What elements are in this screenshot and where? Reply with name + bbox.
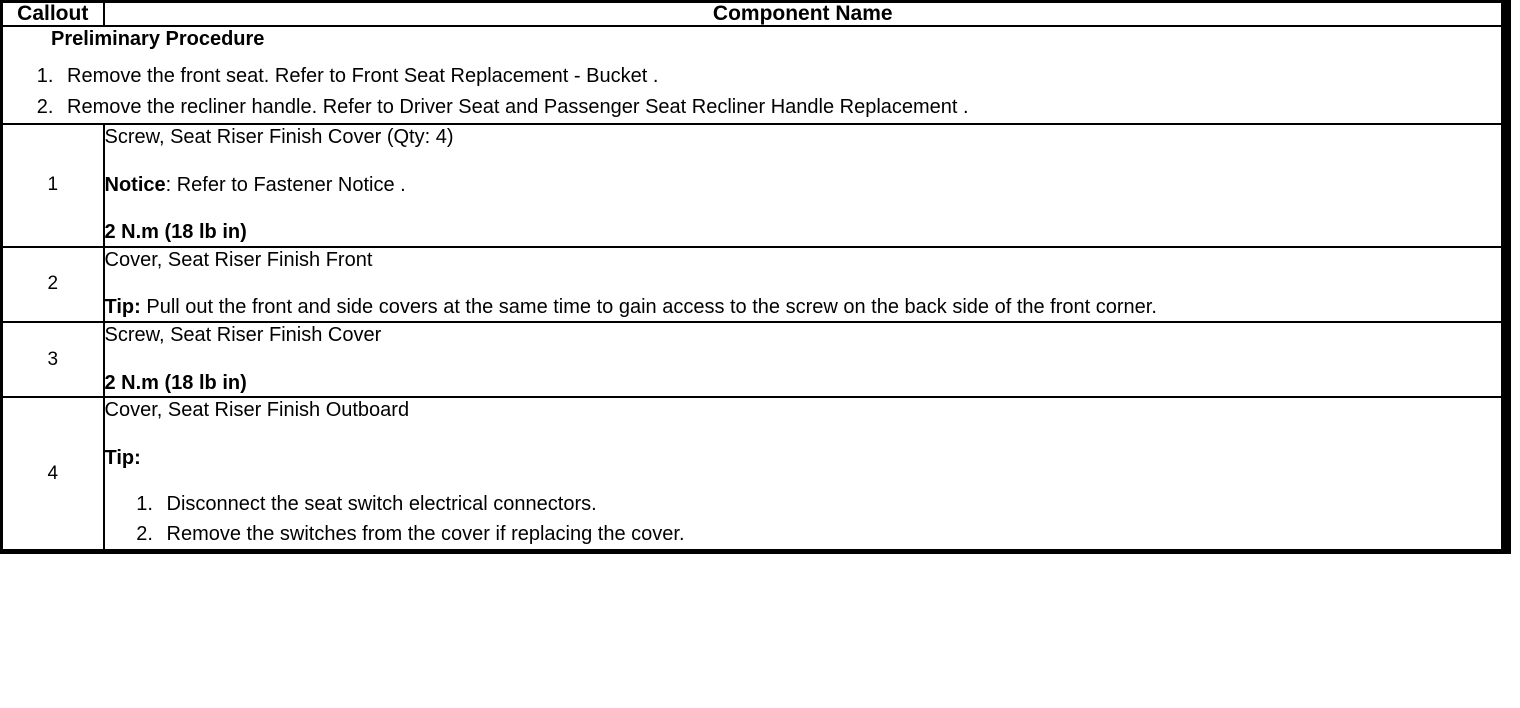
component-name-text: Screw, Seat Riser Finish Cover [104,324,382,347]
preliminary-procedure-cell: Preliminary Procedure Remove the front s… [0,25,1507,126]
preliminary-procedure-title: Preliminary Procedure [51,28,265,51]
table-row: 2 Cover, Seat Riser Finish Front Tip: Pu… [0,245,1507,324]
component-name-text: Cover, Seat Riser Finish Outboard [104,399,410,422]
table-row: 3 Screw, Seat Riser Finish Cover 2 N.m (… [0,321,1507,399]
preliminary-procedure-list: Remove the front seat. Refer to Front Se… [3,61,1501,123]
component-cell: Screw, Seat Riser Finish Cover (Qty: 4) … [102,123,1507,248]
preliminary-procedure-row: Preliminary Procedure Remove the front s… [0,25,1507,126]
callout-number: 4 [0,396,105,553]
tip-line: Tip: Pull out the front and side covers … [105,295,1502,321]
notice-label: Notice [104,173,166,196]
callout-component-table: Callout Component Name Preliminary Proce… [0,0,1511,554]
torque-spec: 2 N.m (18 lb in) [104,221,247,244]
table-row: 1 Screw, Seat Riser Finish Cover (Qty: 4… [0,123,1507,248]
table-body: Preliminary Procedure Remove the front s… [0,25,1507,553]
tip-label: Tip: [104,296,141,319]
component-name-text: Cover, Seat Riser Finish Front [104,248,373,271]
table-header: Callout Component Name [0,0,1507,28]
component-name-text: Screw, Seat Riser Finish Cover (Qty: 4) [104,126,454,149]
list-item: Disconnect the seat switch electrical co… [159,489,1502,519]
callout-number: 1 [0,123,105,248]
notice-line: Notice: Refer to Fastener Notice . [105,173,1502,199]
callout-number: 3 [0,321,105,399]
component-cell: Cover, Seat Riser Finish Front Tip: Pull… [102,245,1507,324]
tip-label: Tip: [104,446,141,469]
component-cell: Cover, Seat Riser Finish Outboard Tip: D… [102,396,1507,553]
tip-step-list: Disconnect the seat switch electrical co… [105,489,1502,549]
column-header-callout: Callout [0,0,105,28]
callout-number: 2 [0,245,105,324]
list-item: Remove the front seat. Refer to Front Se… [59,61,1501,92]
component-cell: Screw, Seat Riser Finish Cover 2 N.m (18… [102,321,1507,399]
tip-text: Pull out the front and side covers at th… [140,296,1157,319]
notice-text: : Refer to Fastener Notice . [165,173,406,196]
column-header-component-name: Component Name [102,0,1507,28]
list-item: Remove the switches from the cover if re… [159,519,1502,549]
torque-spec: 2 N.m (18 lb in) [104,371,247,394]
list-item: Remove the recliner handle. Refer to Dri… [59,92,1501,123]
header-row: Callout Component Name [0,0,1507,28]
table-row: 4 Cover, Seat Riser Finish Outboard Tip:… [0,396,1507,553]
